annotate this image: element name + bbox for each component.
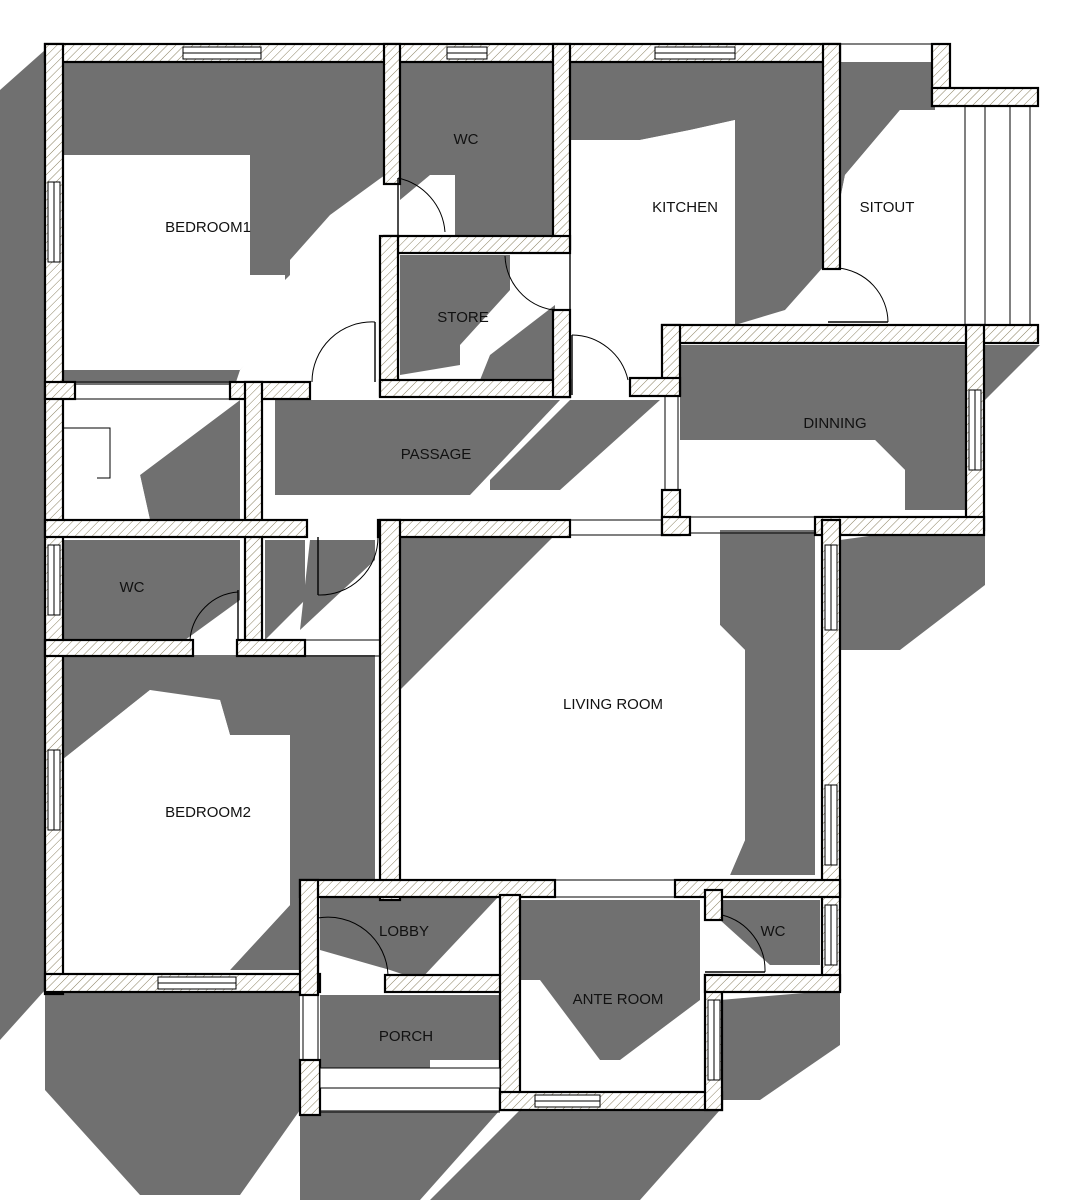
wall-middle-living [376,518,572,539]
wall-store-right [551,308,572,399]
wall-store-left [378,234,400,398]
light-sitout [840,110,965,325]
wall-bedroom1-stub [43,380,77,401]
shadow-wc-left [62,540,240,640]
door-swing-wc-top [397,177,446,233]
wall-wc-left-bottom [43,638,195,658]
shadow-passage-right [490,400,660,490]
door-swing-lobby [317,916,389,976]
wall-store-bottom [378,378,572,399]
room-label-porch: PORCH [379,1028,433,1045]
room-labels: BEDROOM1 WC KITCHEN SITOUT STORE PASSAGE… [120,131,915,1045]
porch-step [319,1067,501,1089]
shadow-bottom-right [720,990,840,1100]
door-swing-bedroom1 [311,321,376,383]
wall-bedroom1-bottom [228,380,312,401]
wall-kitchen-right [821,42,842,271]
room-label-wc-top: WC [454,131,479,148]
room-label-dinning: DINNING [803,415,866,432]
shadow-lobby [320,895,500,980]
shadow-porch [320,995,500,1070]
shadow-dinning [680,345,968,510]
wall-wc-top-bottom [382,234,572,255]
wall-wc-top-left [382,42,402,186]
wall-sitout-b [930,86,1040,108]
shadow-right-ext [840,520,985,650]
light-bedroom1 [62,155,285,370]
wall-wc-top-right [551,42,572,251]
doors [189,177,889,976]
door-swing-kitchen [571,334,629,381]
shadow-wc-top [400,62,555,238]
shadow-kitchen [570,62,825,325]
room-label-store: STORE [437,309,488,326]
shadow-bottom-ante [430,1110,720,1200]
room-label-living-room: LIVING ROOM [563,696,663,713]
wall-wc-right-stub [703,888,724,922]
room-label-bedroom2: BEDROOM2 [165,804,251,821]
wall-dinning-stub [628,376,682,398]
shadow-corridor [265,540,305,640]
wall-ante-bottom [498,1090,724,1112]
light-kitchen [570,120,735,380]
shadow-bedroom1-upper [62,62,385,160]
shadow-sitout [840,62,935,200]
shadow-bottom-left [45,990,300,1195]
wall-living-bottom-right [673,878,842,899]
light-areas [62,110,965,970]
door-swing-living [317,536,379,596]
room-label-bedroom1: BEDROOM1 [165,219,251,236]
shadow-right-top [985,345,1040,400]
windows [47,43,1031,1113]
shadow-ante [520,900,700,1060]
room-label-sitout: SITOUT [860,199,915,216]
door-swing-wc-left [189,591,239,641]
shadow-store-right [480,305,555,380]
wall-dinning-bottom [813,515,986,537]
room-label-ante-room: ANTE ROOM [573,991,664,1008]
door-swing-store [504,255,554,311]
wall-porch-left [298,1058,322,1117]
room-label-wc-left: WC [120,579,145,596]
shadow-bedroom2 [62,655,375,970]
light-bedroom2 [62,690,290,970]
wall-lobby-left [298,878,320,997]
room-label-lobby: LOBBY [379,923,429,940]
shadow-hall-left [140,400,240,520]
wall-wc-right-bottom [703,973,842,994]
wall-ante-left [498,893,522,1112]
shadow-corridor-2 [300,540,375,630]
walls [43,42,1040,1117]
shadow-wc-right [720,900,820,965]
light-living [400,530,745,875]
wall-lobby-bottom [383,973,517,994]
shadow-store [400,255,510,375]
wall-middle-left [43,518,309,539]
wall-wc-left-bottom-2 [235,638,307,658]
room-label-passage: PASSAGE [401,446,472,463]
wall-living-left [378,518,402,902]
door-swing-wc-right [721,914,766,973]
door-swing-sitout [837,267,889,323]
shadow-left-band [0,50,45,1040]
wall-hall-vertical [243,380,264,654]
room-label-wc-right: WC [761,923,786,940]
wall-dinning-corner [660,515,692,537]
shadow-bottom-porch [300,1110,500,1200]
light-dinning [680,440,905,515]
shadow-passage [275,400,560,495]
light-hall [62,400,240,520]
room-label-kitchen: KITCHEN [652,199,718,216]
